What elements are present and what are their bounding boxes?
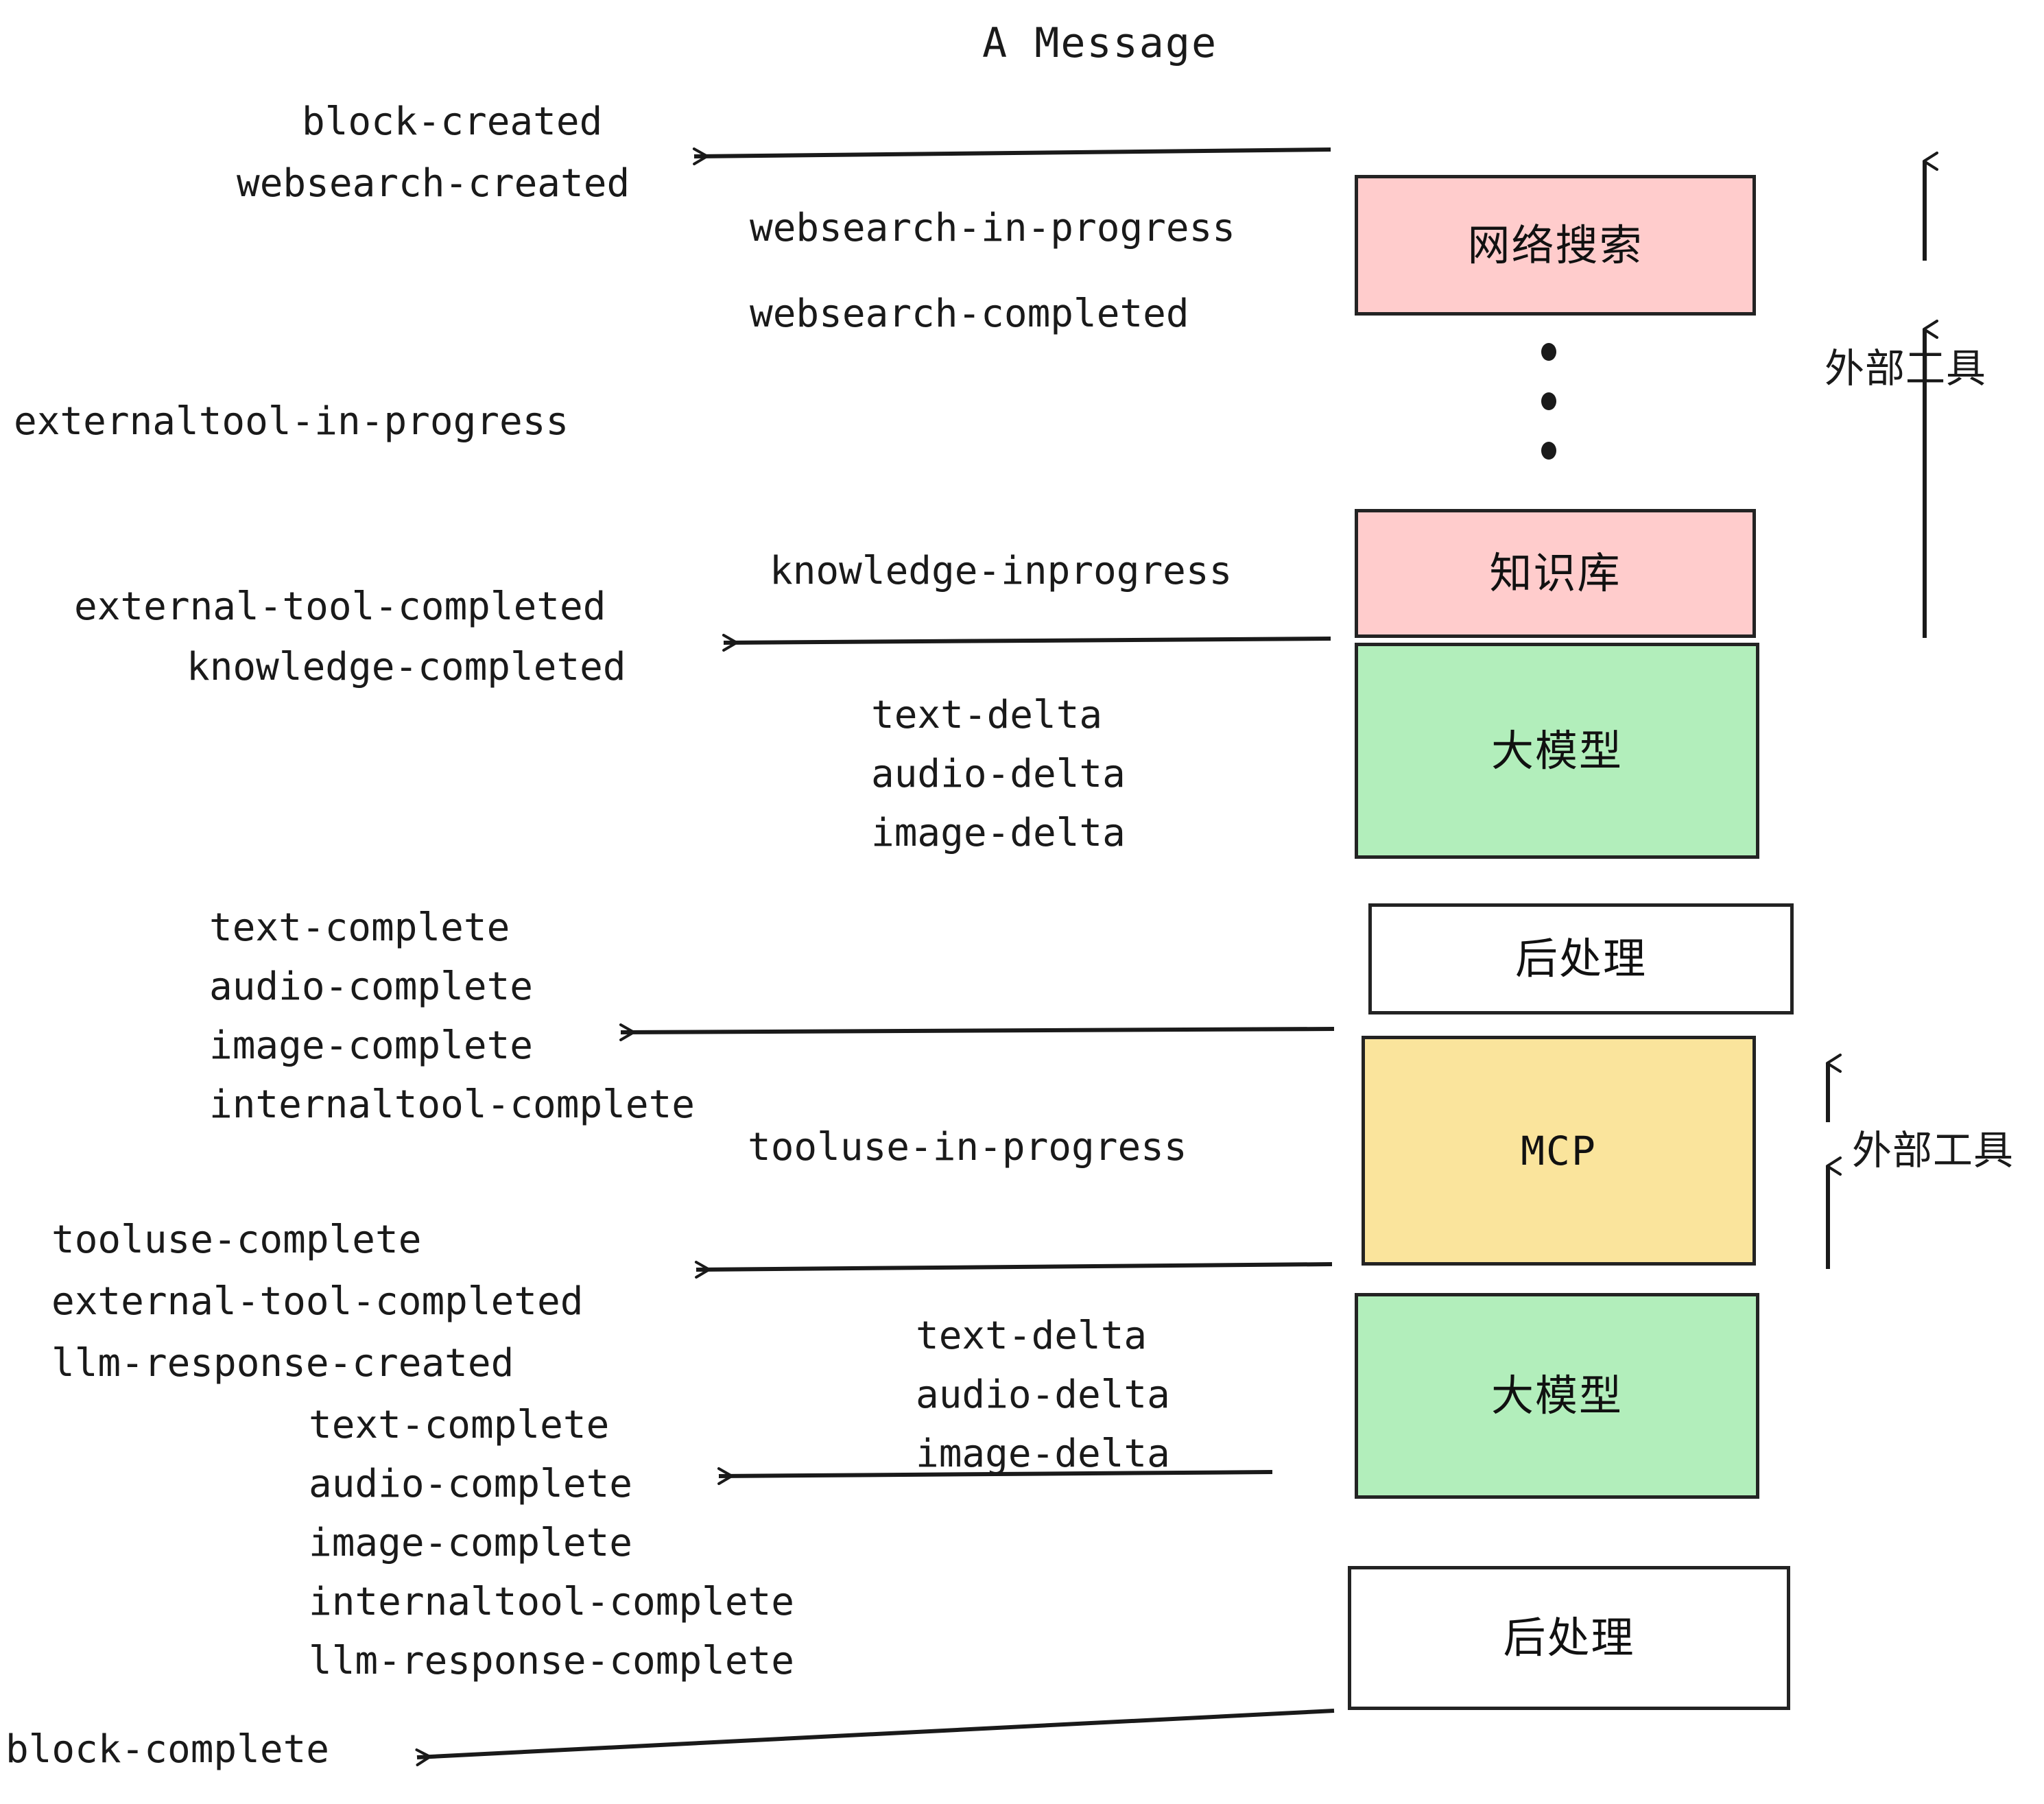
event-knowledge-completed: knowledge-completed (187, 645, 626, 689)
node-websearch: 网络搜索 (1355, 175, 1756, 316)
node-llm-1-label: 大模型 (1490, 725, 1623, 776)
event-internaltool-complete-1: internaltool-complete (209, 1082, 696, 1127)
event-externaltool-in-progress: externaltool-in-progress (14, 399, 569, 444)
event-image-complete-1: image-complete (209, 1023, 534, 1068)
event-text-complete-2: text-complete (309, 1403, 610, 1447)
node-postprocess-1: 后处理 (1368, 903, 1794, 1014)
event-external-tool-completed-1: external-tool-completed (74, 584, 606, 629)
event-knowledge-inprogress: knowledge-inprogress (770, 549, 1233, 593)
event-block-created: block-created (302, 99, 603, 144)
event-websearch-in-progress: websearch-in-progress (750, 206, 1236, 250)
arrow-mcp-to-tooluse-complete (694, 1261, 1333, 1279)
event-audio-complete-2: audio-complete (309, 1462, 633, 1506)
event-image-delta: image-delta (871, 811, 1126, 855)
node-websearch-label: 网络搜索 (1467, 219, 1643, 270)
event-tooluse-in-progress: tooluse-in-progress (748, 1125, 1187, 1170)
event-tooluse-complete: tooluse-complete (51, 1218, 422, 1262)
event-audio-delta: audio-delta (871, 752, 1126, 796)
node-mcp: MCP (1362, 1036, 1756, 1266)
event-audio-delta-2: audio-delta (916, 1373, 1170, 1417)
arrow-knowledge-to-completed (722, 634, 1331, 652)
node-llm-2-label: 大模型 (1490, 1370, 1623, 1421)
event-websearch-created: websearch-created (237, 161, 630, 206)
event-llm-response-complete: llm-response-complete (309, 1639, 795, 1683)
node-llm-1: 大模型 (1355, 643, 1759, 859)
label-external-tool-top: 外部工具 (1825, 345, 1987, 392)
node-postprocess-1-label: 后处理 (1514, 934, 1647, 984)
event-group-llm-delta-2: text-delta audio-delta image-delta (916, 1307, 1170, 1484)
event-llm-response-created: llm-response-created (51, 1341, 514, 1386)
node-postprocess-2: 后处理 (1348, 1566, 1790, 1710)
arrow-llm-to-image-complete (619, 1023, 1335, 1041)
event-audio-complete-1: audio-complete (209, 964, 534, 1009)
node-postprocess-2-label: 后处理 (1503, 1613, 1635, 1663)
event-group-post-1: text-complete audio-complete image-compl… (209, 899, 695, 1135)
arrow-post-to-block-complete (415, 1709, 1335, 1766)
arrow-websearch-to-created (692, 147, 1331, 165)
event-group-llm-delta-1: text-delta audio-delta image-delta (871, 686, 1126, 863)
event-internaltool-complete-2: internaltool-complete (309, 1580, 795, 1624)
event-image-complete-2: image-complete (309, 1521, 633, 1565)
event-block-complete: block-complete (5, 1727, 330, 1772)
event-text-complete-1: text-complete (209, 905, 510, 950)
node-knowledge-base-label: 知识库 (1489, 548, 1621, 598)
event-group-post-2: text-complete audio-complete image-compl… (309, 1396, 794, 1691)
node-llm-2: 大模型 (1355, 1293, 1759, 1499)
event-external-tool-completed-2: external-tool-completed (51, 1279, 584, 1324)
event-text-delta-2: text-delta (916, 1314, 1148, 1358)
label-external-tool-bottom: 外部工具 (1852, 1127, 2015, 1174)
node-knowledge-base: 知识库 (1355, 509, 1756, 638)
event-image-delta-2: image-delta (916, 1432, 1170, 1476)
event-websearch-completed: websearch-completed (750, 292, 1189, 336)
ellipsis-icon (1541, 343, 1557, 460)
page-title: A Message (982, 19, 1218, 67)
event-text-delta: text-delta (871, 693, 1103, 737)
node-mcp-label: MCP (1521, 1127, 1597, 1174)
